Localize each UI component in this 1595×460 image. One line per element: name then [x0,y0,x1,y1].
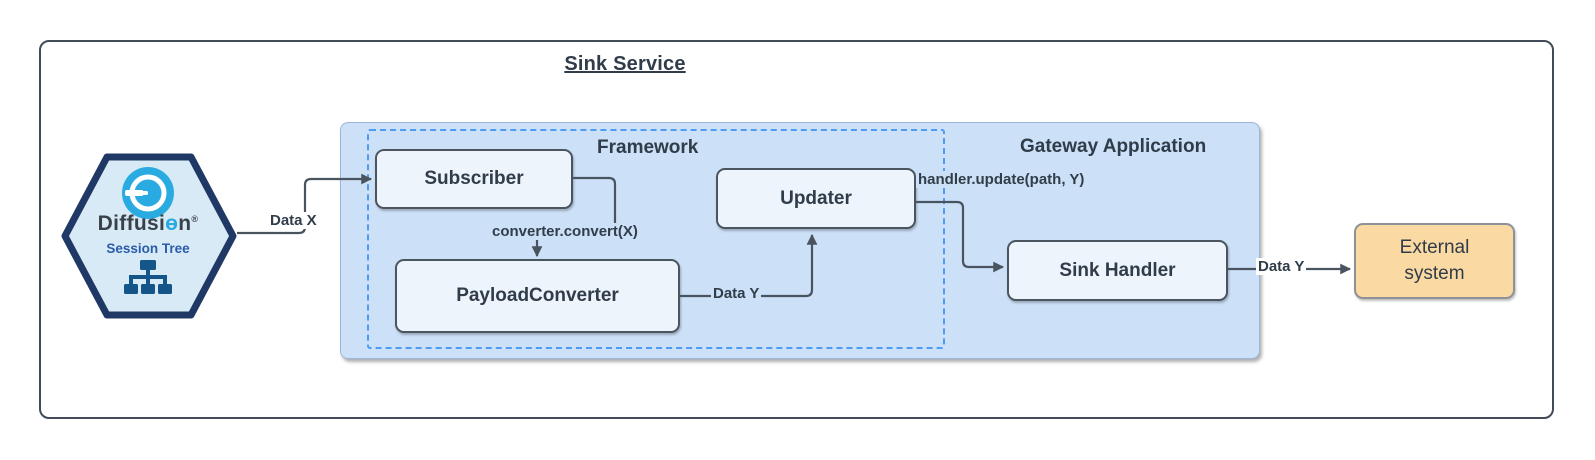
subscriber-node: Subscriber [375,149,573,209]
edge-label-converter-convert: converter.convert(X) [490,223,640,240]
diffusion-wordmark: Diffusiɵn® [73,212,223,236]
session-tree-label: Session Tree [106,241,190,256]
external-system-label-line2: system [1404,263,1465,284]
edge-label-handler-update: handler.update(path, Y) [916,171,1087,188]
gateway-application-label: Gateway Application [1020,136,1207,157]
session-tree-icon [124,260,172,294]
hexagon-shape [61,153,237,319]
edge-label-data-y-out: Data Y [1256,258,1307,275]
wordmark-prefix: Diffusi [97,212,166,235]
payload-converter-node: PayloadConverter [395,259,680,333]
updater-node: Updater [716,168,916,229]
sink-handler-label: Sink Handler [1059,259,1176,281]
payload-converter-label: PayloadConverter [456,285,619,306]
wordmark-suffix: n [178,212,192,235]
sink-handler-node: Sink Handler [1007,240,1228,301]
diffusion-logo-icon [122,167,174,219]
framework-label: Framework [597,137,699,158]
edge-label-data-y-mid: Data Y [711,285,762,302]
external-system-label-line1: External [1399,237,1470,259]
diagram-title: Sink Service [564,53,686,75]
diffusion-hexagon-badge [61,153,237,319]
updater-label: Updater [780,187,852,209]
wordmark-o-glyph: ɵ [165,212,179,235]
registered-mark: ® [191,214,199,224]
external-system-node: External system [1354,223,1515,299]
subscriber-label: Subscriber [424,168,524,189]
edge-label-data-x: Data X [268,212,319,229]
